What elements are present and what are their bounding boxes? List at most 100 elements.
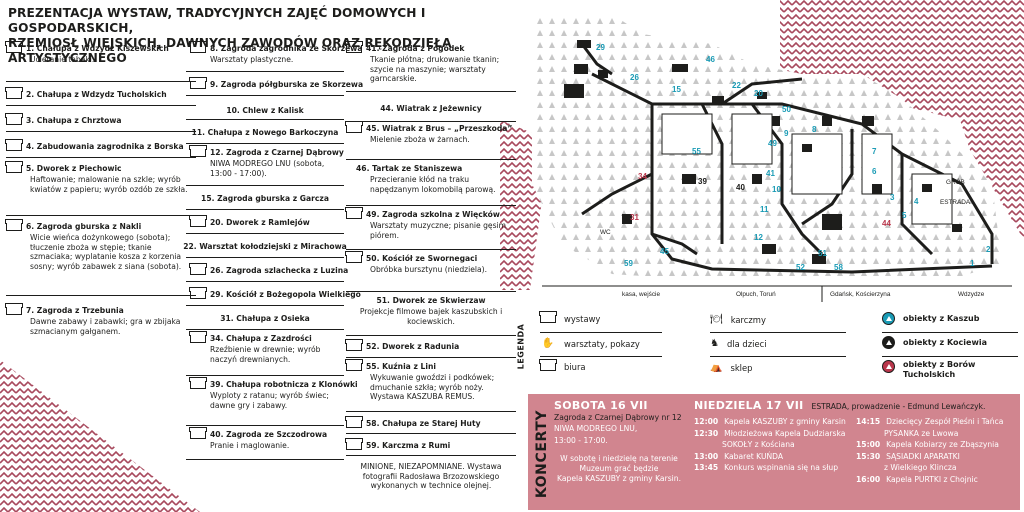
legend-item-kociewie: obiekty z Kociewia xyxy=(882,336,987,349)
saturday-block: SOBOTA 16 VII Zagroda z Czarnej Dąbrowy … xyxy=(554,400,702,483)
item-label: 49. Zagroda szkolna z Więcków xyxy=(366,210,500,219)
house-icon xyxy=(189,77,207,89)
list-item: 59. Karczma z Rumi xyxy=(345,436,516,456)
zigzag-decoration-bottom-left xyxy=(0,360,200,512)
map-label-olpuch: Olpuch, Toruń xyxy=(736,291,776,298)
item-label: 59. Karczma z Rumi xyxy=(366,441,451,450)
item-label: 8. Zagroda zagrodnika ze Skorzewa xyxy=(210,44,363,53)
list-item: 1. Chałupa z Wdzydz Kiszewskich Ucierani… xyxy=(5,41,196,82)
saturday-line: Muzeum grać będzie xyxy=(579,463,659,473)
map-number: 7 xyxy=(872,147,877,156)
list-item: 26. Zagroda szlachecka z Luzina xyxy=(186,260,348,282)
list-item: MINIONE, NIEZAPOMNIANE. Wystawa fotograf… xyxy=(346,458,516,506)
item-label: 11. Chałupa z Nowego Barkoczyna xyxy=(191,128,339,137)
map-number: 15 xyxy=(672,85,681,94)
map-number: 4 xyxy=(914,197,919,206)
title-line-2: RZEMIOSŁ WIEJSKICH, DAWNYCH ZAWODÓW ORAZ… xyxy=(8,36,452,65)
item-label: 9. Zagroda półgburska ze Skorzewa xyxy=(210,80,364,89)
legend-title: LEGENDA xyxy=(516,323,526,370)
program-row: z Wielkiego Klincza xyxy=(884,463,957,473)
map-label-kasa: kasa, wejście xyxy=(622,291,660,298)
list-item: 9. Zagroda półgburska ze Skorzewa xyxy=(186,74,363,96)
house-icon xyxy=(189,145,207,157)
list-item: 45. Wiatrak z Brus – „Przeszkoda”Mieleni… xyxy=(345,121,516,160)
saturday-line: NIWA MODREGO LNU, xyxy=(554,424,638,434)
list-item: 2. Chałupa z Wdzydz Tucholskich xyxy=(5,84,196,106)
house-icon xyxy=(345,416,363,428)
item-desc: Wyploty z ratanu; wyrób świec; dawne gry… xyxy=(210,391,329,410)
poster-title: PREZENTACJA WYSTAW, TRADYCYJNYCH ZAJĘĆ D… xyxy=(8,6,520,66)
house-icon xyxy=(5,113,23,125)
item-label: 58. Chałupa ze Starej Huty xyxy=(366,419,481,428)
map-number: 40 xyxy=(736,183,745,192)
map-label-wdzydze: Wdzydze xyxy=(958,291,985,298)
map-number: 8 xyxy=(812,125,817,134)
house-icon xyxy=(189,427,207,439)
house-icon xyxy=(189,331,207,343)
house-icon xyxy=(345,251,363,263)
item-desc: Rzeźbienie w drewnie; wyrób naczyń drewn… xyxy=(210,345,321,364)
list-item: 22. Warsztat kołodziejski z Mirachowa xyxy=(183,236,347,258)
house-icon xyxy=(5,139,23,151)
item-label: 7. Zagroda z Trzebunia xyxy=(26,306,124,315)
item-label: 5. Dworek z Piechowic xyxy=(26,164,122,173)
item-label: 44. Wiatrak z Jeżewnicy xyxy=(380,104,482,113)
house-icon xyxy=(5,161,23,173)
map-number: 11 xyxy=(760,205,769,214)
map-label-wc: WC xyxy=(600,229,611,236)
saturday-line: Kapela KASZUBY z gminy Karsin. xyxy=(557,473,681,483)
item-desc: Tkanie płótna; drukowanie tkanin; szycie… xyxy=(370,55,500,84)
item-desc: Wykuwanie gwoździ i podkówek; dmuchanie … xyxy=(370,373,495,402)
map-number: 31 xyxy=(630,213,639,222)
item-label: 22. Warsztat kołodziejski z Mirachowa xyxy=(183,242,347,251)
item-label: 46. Tartak ze Staniszewa xyxy=(356,164,463,173)
title-line-1: PREZENTACJA WYSTAW, TRADYCYJNYCH ZAJĘĆ D… xyxy=(8,6,426,35)
house-icon xyxy=(189,263,207,275)
item-label: 55. Kuźnia z Lini xyxy=(366,362,436,371)
map-number: 51 xyxy=(818,249,827,258)
legend-label: obiekty z Borów Tucholskich xyxy=(903,360,976,379)
object-numbers-bory: 39 40 xyxy=(698,177,745,192)
list-item: 10. Chlew z Kalisk xyxy=(186,100,344,120)
house-icon xyxy=(5,87,23,99)
item-label: 34. Chałupa z Zazdrości xyxy=(210,334,312,343)
item-label: 1. Chałupa z Wdzydz Kiszewskich xyxy=(26,44,169,53)
map-number: 55 xyxy=(692,147,701,156)
map-number: 34 xyxy=(638,172,647,181)
item-desc: Projekcje filmowe bajek kaszubskich i ko… xyxy=(359,307,503,326)
list-item: 3. Chałupa z Chrztowa xyxy=(5,108,196,132)
map-number: 58 xyxy=(834,263,843,272)
map-number: 52 xyxy=(796,263,805,272)
map-label-grob: GRÓB xyxy=(946,177,965,186)
saturday-line: Zagroda z Czarnej Dąbrowy nr 12 xyxy=(554,412,682,422)
legend-divider xyxy=(540,332,662,334)
item-desc: NIWA MODREGO LNU (sobota, 13:00 - 17:00)… xyxy=(210,159,325,178)
item-label: 29. Kościół z Bożegopola Wielkiego xyxy=(210,290,361,299)
legend-label: karczmy xyxy=(730,314,766,325)
rocking-horse-icon: ♞ xyxy=(710,338,719,349)
list-item: 20. Dworek z Ramlejów xyxy=(186,212,344,234)
house-icon xyxy=(5,41,23,53)
house-icon xyxy=(345,121,363,133)
item-label: 4. Zabudowania zagrodnika z Borska xyxy=(26,142,184,151)
item-desc: Pranie i maglowanie. xyxy=(210,441,290,450)
house-icon xyxy=(5,303,23,315)
house-icon xyxy=(189,41,207,53)
legend-item-kaszuby: obiekty z Kaszub xyxy=(882,312,979,325)
house-icon xyxy=(345,339,363,351)
zigzag-decoration-top-right xyxy=(780,0,1024,240)
list-item: 31. Chałupa z Osieka xyxy=(186,308,344,330)
map-number: 29 xyxy=(596,43,605,52)
map-label-estrada: ESTRADA xyxy=(940,199,971,206)
